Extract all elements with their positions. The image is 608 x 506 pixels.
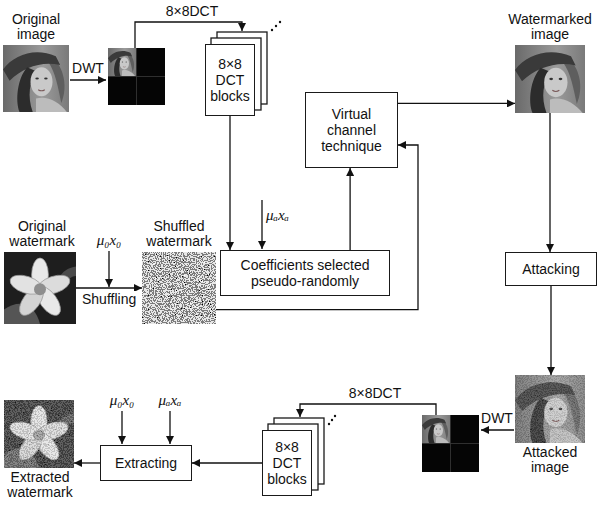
ellipsis-dot <box>328 423 330 425</box>
image-caption: Original image <box>1 12 71 42</box>
attack-noise <box>515 375 585 443</box>
flow-arrow <box>229 116 230 250</box>
image-node: Attacked image <box>515 375 585 443</box>
image-node: Original watermark <box>4 252 76 324</box>
subband-divider <box>108 76 165 77</box>
box-text: Extracting <box>104 455 188 471</box>
key-arrow <box>169 411 170 444</box>
key-arrow <box>261 200 262 249</box>
original-image-picture <box>3 45 69 112</box>
extraction-noise <box>4 400 74 468</box>
annotation-label: DWT <box>477 410 517 426</box>
process-box: 8×8 DCT blocks <box>262 430 312 496</box>
ellipsis-dot <box>279 21 281 23</box>
box-text: 8×8 DCT blocks <box>266 439 308 487</box>
subband-divider <box>422 443 479 444</box>
ellipsis-dot <box>334 415 336 417</box>
flow-arrow <box>74 462 100 463</box>
extracted-watermark-picture <box>4 400 74 468</box>
image-caption: Extracted watermark <box>1 470 79 500</box>
image-node: Original image <box>3 45 69 112</box>
key-arrow <box>108 251 109 287</box>
ellipsis-dot <box>331 419 333 421</box>
annotation-label: DWT <box>68 60 108 76</box>
dwt-arrow <box>70 79 106 80</box>
key-symbol: μ₀x₀ <box>89 232 129 248</box>
flow-arrow <box>192 462 262 463</box>
image-caption: Shuffled watermark <box>136 219 222 249</box>
ellipsis-dot <box>271 29 273 31</box>
edge-label: Shuffling <box>80 291 138 307</box>
key-symbol: μ₀x₀ <box>102 392 142 408</box>
image-node: Extracted watermark <box>4 400 74 468</box>
flow-arrow <box>216 145 418 310</box>
flow-arrow <box>549 113 550 252</box>
process-box: Extracting <box>100 445 192 481</box>
key-symbol: μₐxₐ <box>266 207 306 223</box>
key-arrow <box>121 411 122 444</box>
annotation-label: 8×8DCT <box>341 385 409 401</box>
process-box: 8×8 DCT blocks <box>205 44 255 116</box>
flow-arrow <box>76 287 142 288</box>
shuffled-watermark-picture <box>142 252 216 324</box>
dwt-approximation-picture <box>108 48 136 76</box>
box-text: 8×8 DCT blocks <box>209 56 251 104</box>
dwt-subbands <box>422 415 479 472</box>
box-text: Virtual channel technique <box>309 106 394 154</box>
process-box: Virtual channel technique <box>305 92 398 168</box>
original-watermark-picture <box>4 252 76 324</box>
image-node: Shuffled watermark <box>142 252 216 324</box>
dwt-approximation-picture <box>422 415 450 443</box>
attacked-image-picture <box>515 375 585 443</box>
box-text: Coefficients selected pseudo-randomly <box>224 257 386 289</box>
watermarked-image-picture <box>515 45 585 113</box>
flow-arrow <box>550 286 551 375</box>
dwt-subbands <box>108 48 165 105</box>
dwt-arrow <box>481 429 514 430</box>
annotation-label: 8×8DCT <box>158 3 226 19</box>
process-box: Coefficients selected pseudo-randomly <box>220 250 390 296</box>
image-node: Watermarked image <box>515 45 585 113</box>
image-caption: Watermarked image <box>505 12 595 42</box>
key-symbol: μₐxₐ <box>150 392 190 408</box>
flow-arrow <box>349 168 350 250</box>
flow-arrow <box>398 103 515 104</box>
box-text: Attacking <box>509 261 593 277</box>
process-box: Attacking <box>505 252 597 286</box>
dct-bracket-arrow <box>300 404 436 417</box>
image-caption: Original watermark <box>0 219 84 249</box>
ellipsis-dot <box>275 25 277 27</box>
image-caption: Attacked image <box>510 445 590 475</box>
